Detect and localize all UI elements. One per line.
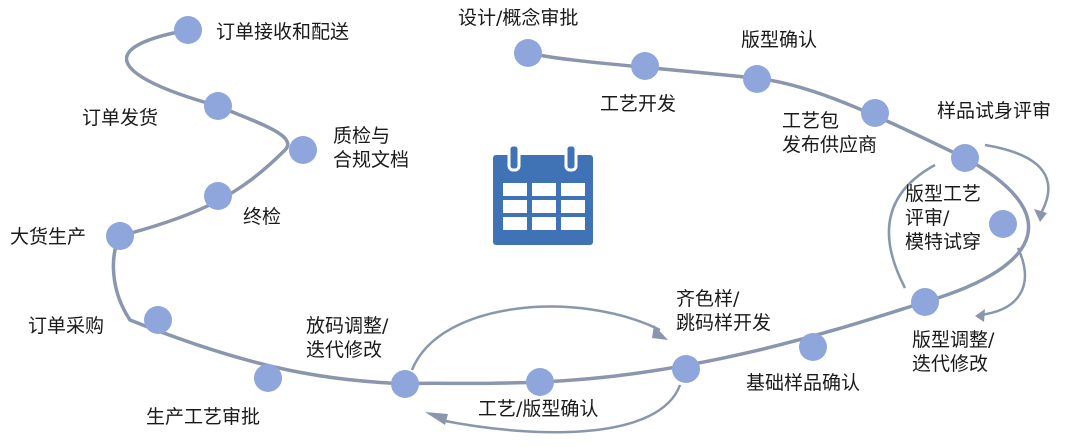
step-label-line: 评审/ — [905, 207, 950, 229]
step-label-line: 基础样品确认 — [746, 372, 860, 394]
step-label-line: 订单接收和配送 — [216, 21, 349, 43]
step-label-tech-dev: 工艺开发 — [600, 93, 676, 115]
step-label-pattern-confirm: 版型确认 — [741, 29, 817, 51]
step-node-order-shipping — [204, 92, 232, 120]
step-label-techpack-release: 工艺包发布供应商 — [782, 110, 877, 156]
step-node-tech-dev — [631, 52, 659, 80]
step-label-order-receive-delivery: 订单接收和配送 — [216, 21, 349, 43]
step-node-sample-fitting — [951, 144, 979, 172]
step-node-pattern-confirm — [743, 65, 771, 93]
step-label-line: 版型调整/ — [912, 329, 995, 351]
step-label-line: 合规文档 — [333, 149, 409, 171]
step-label-order-purchase: 订单采购 — [28, 315, 104, 337]
step-label-final-inspection: 终检 — [243, 206, 281, 228]
step-label-qc-compliance: 质检与合规文档 — [333, 125, 409, 171]
step-label-line: 版型工艺 — [905, 183, 981, 205]
step-node-order-receive-delivery — [174, 16, 202, 44]
step-node-prod-tech-approval — [254, 364, 282, 392]
step-label-line: 订单发货 — [82, 107, 158, 129]
step-node-base-sample-confirm — [799, 333, 827, 361]
step-label-base-sample-confirm: 基础样品确认 — [746, 372, 860, 394]
step-label-line: 迭代修改 — [306, 339, 382, 361]
step-label-line: 质检与 — [333, 125, 390, 147]
loop-arrow-fitting — [984, 143, 1050, 216]
step-node-final-inspection — [204, 182, 232, 210]
loop-arrow-grading-top — [410, 305, 661, 371]
step-label-tech-pattern-confirm: 工艺/版型确认 — [478, 398, 598, 420]
step-label-line: 终检 — [243, 206, 281, 228]
step-label-line: 版型确认 — [741, 29, 817, 51]
step-label-line: 工艺开发 — [600, 93, 676, 115]
step-label-grading-adjust: 放码调整/迭代修改 — [306, 315, 389, 361]
step-label-line: 放码调整/ — [306, 315, 389, 337]
step-label-line: 设计/概念审批 — [458, 6, 578, 29]
step-label-line: 迭代修改 — [912, 353, 988, 375]
step-label-line: 模特试穿 — [905, 231, 981, 253]
step-label-sample-fitting: 样品试身评审 — [937, 100, 1051, 122]
step-label-design-concept: 设计/概念审批 — [458, 6, 578, 29]
step-node-design-concept — [514, 39, 542, 67]
step-label-order-shipping: 订单发货 — [82, 107, 158, 129]
step-label-color-size-dev: 齐色样/跳码样开发 — [676, 288, 771, 334]
step-label-line: 发布供应商 — [782, 134, 877, 156]
step-label-line: 工艺/版型确认 — [478, 398, 598, 420]
loop-arrow-adjust — [887, 163, 936, 289]
step-node-tech-pattern-confirm — [526, 368, 554, 396]
step-label-bulk-production: 大货生产 — [10, 226, 86, 248]
step-node-pattern-adjust — [911, 288, 939, 316]
calendar-icon — [493, 143, 593, 245]
step-label-pattern-tech-review: 版型工艺评审/模特试穿 — [905, 183, 981, 253]
step-node-grading-adjust — [391, 370, 419, 398]
loop-arrow-grading-bottom — [439, 384, 682, 434]
step-label-prod-tech-approval: 生产工艺审批 — [146, 406, 260, 428]
loop-arrow-review — [979, 247, 1027, 317]
step-node-qc-compliance — [289, 136, 317, 164]
step-label-pattern-adjust: 版型调整/迭代修改 — [912, 329, 995, 375]
step-node-pattern-tech-review — [989, 210, 1017, 238]
step-label-line: 跳码样开发 — [676, 312, 771, 334]
step-node-techpack-release — [861, 99, 889, 127]
step-label-line: 齐色样/ — [676, 288, 740, 310]
step-node-color-size-dev — [672, 355, 700, 383]
step-label-line: 工艺包 — [782, 110, 839, 132]
step-label-line: 大货生产 — [10, 226, 86, 248]
step-node-bulk-production — [106, 222, 134, 250]
step-label-line: 订单采购 — [28, 315, 104, 337]
step-label-line: 生产工艺审批 — [146, 406, 260, 428]
step-node-order-purchase — [144, 306, 172, 334]
step-label-line: 样品试身评审 — [937, 100, 1051, 122]
